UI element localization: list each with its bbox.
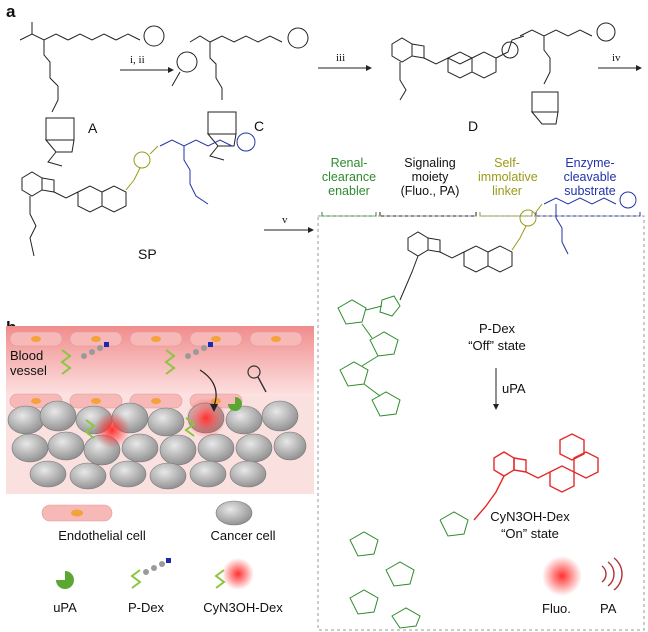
compound-label-a: A [88, 120, 98, 136]
pa-label: PA [600, 601, 617, 616]
cydex-structure [349, 433, 599, 629]
compound-d-structure [391, 22, 616, 125]
compound-sp-structure [21, 132, 256, 257]
cydex-state-label: CyN3OH-Dex“On” state [490, 509, 570, 541]
step-label-2: iii [336, 52, 346, 64]
legend-icons [41, 500, 254, 590]
legend-pdex-label: P-Dex [127, 600, 165, 615]
signal-icons [542, 556, 623, 596]
compound-label-c: C [254, 118, 265, 134]
compound-label-sp: SP [138, 246, 157, 262]
upa-arrow-label: uPA [502, 381, 526, 396]
legend-upa-label: uPA [53, 600, 77, 615]
compound-label-d: D [468, 118, 479, 134]
step-label-4: v [282, 214, 288, 226]
legend-cancer-label: Cancer cell [210, 528, 276, 543]
legend-cydex-label: CyN3OH-Dex [203, 600, 283, 615]
step-label-3: iv [612, 52, 621, 64]
compound-c-structure [171, 27, 309, 161]
legend-endothelial-label: Endothelial cell [58, 528, 146, 543]
step-label-1: i, ii [130, 54, 145, 66]
tumor-illustration [6, 326, 314, 494]
header-brackets [321, 212, 641, 217]
fluo-label: Fluo. [542, 601, 571, 616]
panel-label-a: a [6, 2, 16, 21]
reaction-arrows [120, 65, 642, 410]
pdex-state-label: P-Dex“Off” state [468, 321, 526, 353]
compound-a-structure [19, 22, 165, 167]
pdex-structure [337, 191, 637, 417]
